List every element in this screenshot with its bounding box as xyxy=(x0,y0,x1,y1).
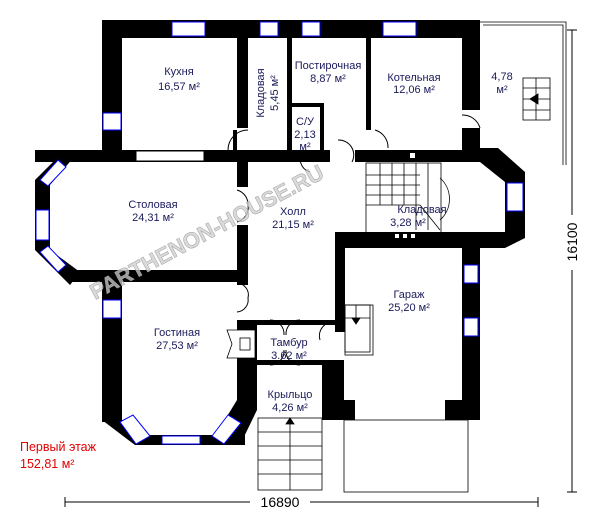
pantry2-area: 3,28 м² xyxy=(390,217,426,229)
living-name: Гостиная xyxy=(154,327,200,339)
vestibule-name: Тамбур xyxy=(270,337,307,349)
porch-stairs xyxy=(257,417,323,491)
doors xyxy=(227,114,481,366)
boiler-name: Котельная xyxy=(387,72,440,84)
annex-outline xyxy=(480,21,567,165)
porch-area: 4,26 м² xyxy=(272,402,308,414)
pantry1-name: Кладовая xyxy=(255,68,267,117)
vestibule-area: 3.62 м² xyxy=(271,350,307,362)
height-dimension: 16100 xyxy=(564,222,580,261)
garage-name: Гараж xyxy=(393,289,425,301)
garage-area: 25,20 м² xyxy=(388,302,430,314)
pantry1-area: 5,45 м² xyxy=(269,75,281,111)
annex-unit: м² xyxy=(496,84,508,96)
pantry2-name: Кладовая xyxy=(397,204,446,216)
floor-total-area: 152,81 м² xyxy=(20,457,74,471)
porch-name: Крыльцо xyxy=(268,389,313,401)
shelf-marks xyxy=(242,86,415,238)
garage-stairs xyxy=(344,304,374,356)
floor-title: Первый этаж xyxy=(20,440,97,454)
dining-area: 24,31 м² xyxy=(132,212,174,224)
dimension-lines xyxy=(64,29,577,507)
hall-name: Холл xyxy=(280,206,306,218)
fireplace xyxy=(226,329,256,359)
width-dimension: 16890 xyxy=(261,494,300,510)
dining-name: Столовая xyxy=(128,199,177,211)
kitchen-area: 16,57 м² xyxy=(158,81,200,93)
driveway xyxy=(343,419,469,493)
annex-area: 4,78 xyxy=(491,71,512,83)
interior-stairs xyxy=(365,162,450,234)
hall-area: 21,15 м² xyxy=(272,219,314,231)
boiler-area: 12,06 м² xyxy=(393,84,435,96)
wc-unit: м² xyxy=(299,141,311,153)
laundry-area: 8,87 м² xyxy=(310,73,346,85)
windows xyxy=(35,21,524,445)
living-area: 27,53 м² xyxy=(156,340,198,352)
wc-area: 2,13 xyxy=(294,129,315,141)
watermark: PARTHENON-HOUSE.RU xyxy=(86,160,328,305)
kitchen-name: Кухня xyxy=(164,66,193,78)
laundry-name: Постирочная xyxy=(295,60,362,72)
wc-name: С/У xyxy=(296,116,315,128)
